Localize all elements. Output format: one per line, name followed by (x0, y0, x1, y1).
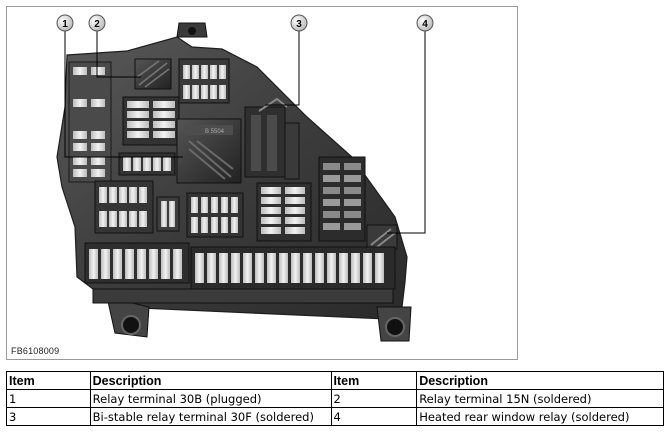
relay-terminal-30b: B 5504 (176, 118, 242, 184)
callout-leader-lines (64, 31, 426, 234)
callout-3: 3 (290, 14, 308, 32)
item-number: 4 (330, 407, 418, 426)
callout-2: 2 (88, 14, 106, 32)
callout-4: 4 (416, 14, 434, 32)
left-mount-hole (121, 315, 141, 335)
connector-base (92, 288, 394, 304)
table-row: 3 Bi-stable relay terminal 30F (soldered… (6, 407, 664, 426)
item-description: Heated rear window relay (soldered) (416, 407, 664, 426)
leader-line-2 (96, 31, 141, 78)
callout-3-label: 3 (296, 19, 302, 30)
table-row: 1 Relay terminal 30B (plugged) 2 Relay t… (6, 389, 664, 408)
figure-code: FB6108009 (11, 346, 60, 356)
header-item-2: Item (330, 371, 418, 390)
fuse-block-top (178, 58, 230, 104)
relay-terminal-15n (134, 58, 172, 90)
fuse-row-bottom-left (84, 242, 190, 284)
item-number: 2 (330, 389, 418, 408)
fuse-block-mid-left (122, 96, 180, 146)
fuse-stack-center-right (256, 182, 312, 242)
item-description: Relay terminal 15N (soldered) (416, 389, 664, 408)
item-description: Relay terminal 30B (plugged) (89, 389, 332, 408)
callout-1: 1 (56, 14, 74, 32)
header-item-1: Item (6, 371, 91, 390)
fuse-column-left (68, 61, 112, 183)
callout-1-label: 1 (62, 19, 68, 30)
legend-header-row: Item Description Item Description (6, 371, 664, 390)
item-number: 1 (6, 389, 91, 408)
callout-2-label: 2 (94, 19, 100, 30)
legend-table: Item Description Item Description 1 Rela… (6, 371, 664, 426)
leader-line-1 (64, 31, 183, 158)
bistable-relay-30f (244, 97, 300, 180)
leader-line-4 (387, 31, 426, 234)
header-description-1: Description (89, 371, 332, 390)
item-description: Bi-stable relay terminal 30F (soldered) (89, 407, 332, 426)
fuse-block-center (186, 192, 244, 238)
fuse-block-right (318, 156, 366, 242)
fuse-box-figure: B 5504 (6, 6, 518, 360)
relay-marking: B 5504 (205, 129, 225, 135)
callout-4-label: 4 (422, 19, 428, 30)
fuse-box-illustration: B 5504 (56, 14, 434, 342)
leader-line-3 (265, 31, 300, 106)
fuse-row-mid (118, 152, 176, 176)
right-mount-hole (385, 317, 405, 337)
header-description-2: Description (416, 371, 664, 390)
item-number: 3 (6, 407, 91, 426)
fuse-row-bottom-right (190, 246, 396, 290)
fuse-block-left-lower (94, 180, 180, 234)
heated-rear-window-relay (366, 224, 398, 250)
